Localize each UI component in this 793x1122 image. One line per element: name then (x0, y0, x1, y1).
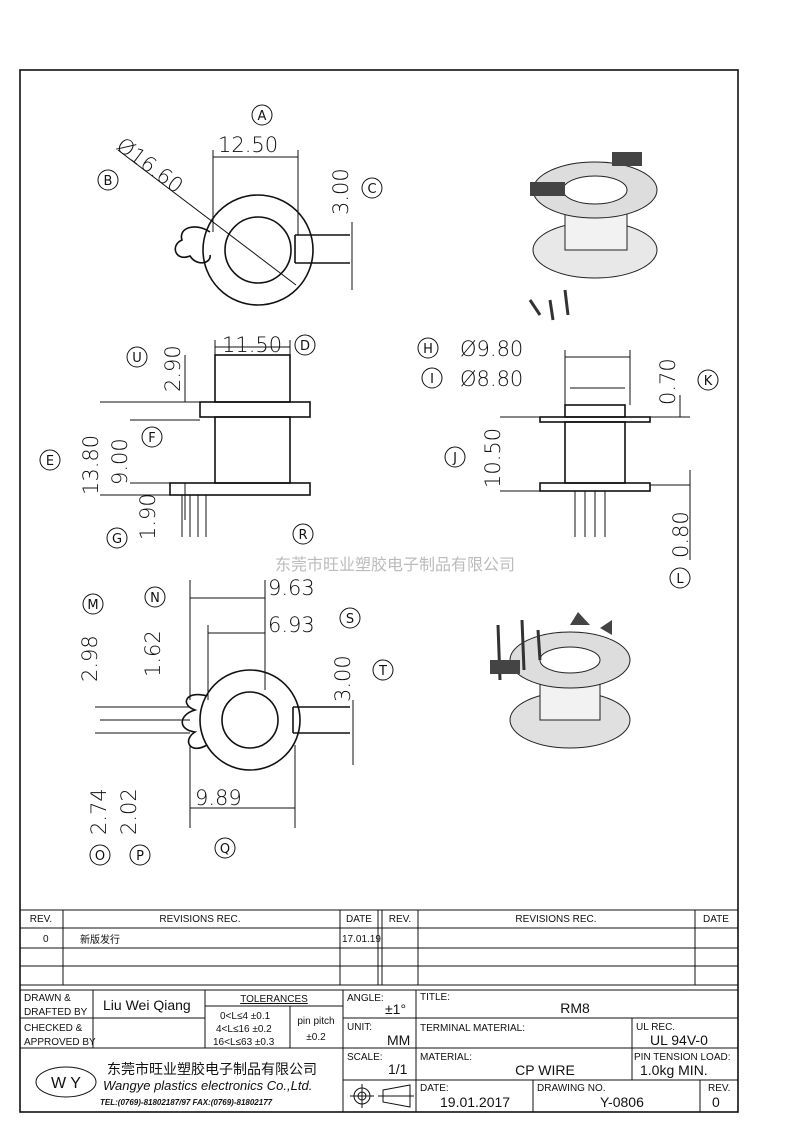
isometric-view-bottom (490, 612, 631, 749)
tolerance-3: 16<L≤63 ±0.3 (213, 1037, 275, 1048)
watermark: 东莞市旺业塑胶电子制品有限公司 (275, 556, 515, 574)
dim-2-90: 2.90 (161, 345, 185, 392)
unit-label: UNIT: (347, 1022, 372, 1033)
title-label: TITLE: (420, 992, 450, 1003)
label-l: L (676, 572, 684, 587)
label-t: T (378, 664, 387, 679)
sheet-border (19, 69, 739, 1113)
approved-label: APPROVED BY (24, 1037, 96, 1048)
bottom-view: 9.63 6.93 3.00 2.98 1.62 2.74 2.02 9.89 … (78, 576, 394, 866)
dim-0-70: 0.70 (656, 358, 680, 405)
angle-label: ANGLE: (347, 993, 384, 1004)
dim-3-00-bottom: 3.00 (331, 655, 355, 702)
revisions-table: REV. REVISIONS REC. DATE REV. REVISIONS … (19, 909, 739, 986)
label-g: G (112, 532, 122, 547)
dim-11-50: 11.50 (222, 333, 282, 357)
revision-date: 17.01.19 (342, 934, 381, 945)
pin-pitch-label: pin pitch (297, 1016, 334, 1027)
logo-text: W Y (51, 1075, 81, 1092)
company-name-cn: 东莞市旺业塑胶电子制品有限公司 (107, 1061, 317, 1077)
rec-header-right: REVISIONS REC. (515, 914, 596, 925)
dim-2-02: 2.02 (117, 788, 141, 835)
label-b: B (104, 174, 113, 189)
pin-tension-label: PIN TENSION LOAD: (634, 1052, 731, 1063)
label-a: A (258, 109, 267, 124)
projection-symbol-icon (350, 1084, 414, 1108)
rev-header-left: REV. (30, 914, 52, 925)
dim-12-50: 12.50 (218, 133, 278, 157)
isometric-view-top (528, 152, 658, 321)
label-k: K (704, 374, 713, 389)
dim-0-80: 0.80 (669, 511, 693, 558)
label-f: F (148, 431, 155, 446)
dim-diameter-8-80: Ø8.80 (460, 367, 523, 391)
dim-9-00: 9.00 (108, 438, 132, 485)
label-u: U (132, 351, 142, 366)
dim-1-62: 1.62 (141, 630, 165, 677)
label-c: C (367, 182, 376, 197)
side-view-left: 11.50 2.90 13.80 9.00 1.90 D U E F G R (39, 333, 316, 549)
label-q: Q (220, 842, 230, 857)
dim-6-93: 6.93 (268, 613, 315, 637)
tolerance-1: 0<L≤4 ±0.1 (220, 1011, 271, 1022)
label-e: E (46, 454, 54, 469)
rev-header-right: REV. (389, 914, 411, 925)
label-h: H (423, 342, 433, 357)
label-d: D (300, 339, 310, 354)
dim-9-89: 9.89 (195, 786, 242, 810)
top-view: 12.50 Ø16.60 3.00 A B C (97, 104, 383, 306)
date-header-right: DATE (703, 914, 729, 925)
side-view-right: Ø9.80 Ø8.80 0.70 10.50 0.80 H I J K L (417, 337, 719, 589)
label-r: R (298, 528, 307, 543)
pin-tension-value: 1.0kg MIN. (640, 1062, 708, 1078)
material-value: CP WIRE (515, 1062, 575, 1078)
revision-rec: 新版发行 (80, 933, 120, 946)
company-contact: TEL:(0769)-81802187/97 FAX:(0769)-818021… (100, 1098, 273, 1107)
dim-13-80: 13.80 (79, 435, 103, 495)
label-m: M (87, 598, 98, 613)
title-value: RM8 (560, 1000, 590, 1016)
rec-header-left: REVISIONS REC. (159, 914, 240, 925)
label-i: I (430, 372, 434, 387)
scale-value: 1/1 (388, 1061, 408, 1077)
tolerance-2: 4<L≤16 ±0.2 (216, 1024, 272, 1035)
date-value: 19.01.2017 (440, 1094, 510, 1110)
dim-10-50: 10.50 (481, 428, 505, 488)
drawing-no-label: DRAWING NO. (537, 1083, 606, 1094)
ul-value: UL 94V-0 (650, 1032, 708, 1048)
checked-label: CHECKED & (24, 1023, 83, 1034)
unit-value: MM (387, 1032, 410, 1048)
tolerances-label: TOLERANCES (240, 994, 308, 1005)
label-j: J (452, 451, 457, 466)
dim-3-00: 3.00 (329, 168, 353, 215)
revision-rev: 0 (43, 934, 49, 945)
angle-value: ±1° (385, 1001, 406, 1017)
dim-diameter-9-80: Ø9.80 (460, 337, 523, 361)
material-label: MATERIAL: (420, 1052, 472, 1063)
drafted-label: DRAFTED BY (24, 1007, 88, 1018)
company-logo: W Y (35, 1066, 97, 1098)
dim-1-90: 1.90 (136, 493, 160, 540)
dim-2-98: 2.98 (78, 635, 102, 682)
rev-label: REV. (708, 1083, 730, 1094)
drawn-by: Liu Wei Qiang (103, 997, 191, 1013)
terminal-material-label: TERMINAL MATERIAL: (420, 1023, 525, 1034)
company-name-en: Wangye plastics electronics Co.,Ltd. (103, 1078, 312, 1093)
label-n: N (150, 591, 160, 606)
date-header-left: DATE (346, 914, 372, 925)
pin-pitch-value: ±0.2 (306, 1032, 326, 1043)
scale-label: SCALE: (347, 1052, 383, 1063)
date-label: DATE: (420, 1083, 449, 1094)
label-s: S (346, 612, 354, 627)
dim-9-63: 9.63 (268, 576, 315, 600)
ul-label: UL REC. (636, 1022, 675, 1033)
dim-diameter-16-60: Ø16.60 (112, 133, 188, 198)
label-o: O (95, 849, 105, 864)
rev-value: 0 (712, 1094, 720, 1110)
title-block: DRAWN & DRAFTED BY Liu Wei Qiang CHECKED… (19, 989, 739, 1113)
dim-2-74: 2.74 (87, 788, 111, 835)
drawing-no-value: Y-0806 (600, 1094, 644, 1110)
drawn-label: DRAWN & (24, 993, 71, 1004)
label-p: P (136, 849, 144, 864)
